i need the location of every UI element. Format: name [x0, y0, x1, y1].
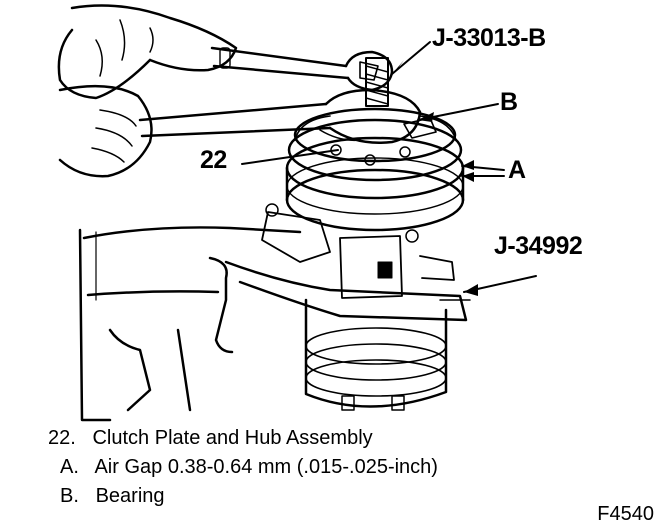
- legend-item: A. Air Gap 0.38-0.64 mm (.015-.025-inch): [48, 453, 438, 482]
- legend-key: 22.: [48, 427, 87, 449]
- callout-tool-j34992: J-34992: [494, 232, 583, 260]
- legend-key: A.: [60, 456, 91, 478]
- lower-wrench: [138, 88, 422, 144]
- lower-hand: [58, 84, 153, 178]
- legend-text: Clutch Plate and Hub Assembly: [92, 427, 373, 449]
- callout-air-gap: A: [508, 156, 526, 184]
- callout-bearing: B: [500, 88, 518, 116]
- legend-text: Bearing: [95, 485, 165, 507]
- callout-clutch-plate: 22: [200, 146, 227, 174]
- pulley-assembly: [285, 107, 465, 232]
- bench-fixture: [78, 226, 302, 422]
- upper-hand: [57, 4, 238, 100]
- compressor-clutch-illustration: [57, 4, 537, 422]
- legend-item: 22. Clutch Plate and Hub Assembly: [48, 424, 438, 453]
- arrowheads: [392, 60, 478, 296]
- forcing-screw: [365, 57, 389, 107]
- upper-wrench: [210, 46, 394, 92]
- figure-code: F4540: [597, 503, 654, 525]
- holding-fixture: [208, 203, 468, 354]
- legend-key: B.: [60, 485, 91, 507]
- figure-legend: 22. Clutch Plate and Hub Assembly A. Air…: [48, 424, 438, 511]
- compressor-body: [304, 298, 471, 411]
- legend-item: B. Bearing: [48, 482, 438, 511]
- legend-text: Air Gap 0.38-0.64 mm (.015-.025-inch): [94, 456, 438, 478]
- callout-tool-j33013b: J-33013-B: [432, 24, 546, 52]
